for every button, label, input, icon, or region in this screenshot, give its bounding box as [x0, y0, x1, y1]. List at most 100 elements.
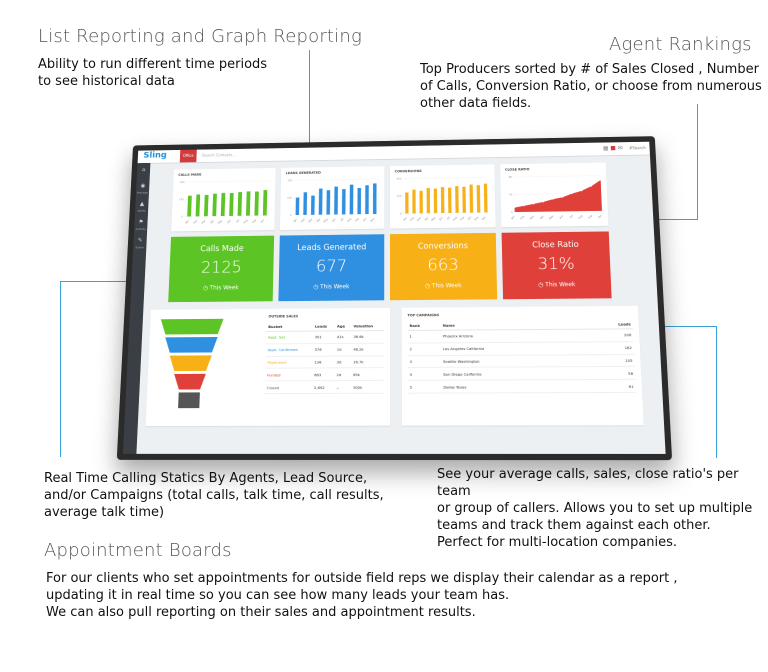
list-reporting-line-2: to see historical data [38, 73, 267, 90]
y-tick-label: 80 [509, 175, 513, 179]
tile-period: ◷ This Week [503, 281, 611, 289]
bar [204, 195, 209, 216]
y-tick-label: 40 [509, 193, 513, 197]
tile-value: 2125 [169, 258, 273, 278]
calendar-icon[interactable]: ▦ [603, 145, 609, 151]
bar [196, 194, 201, 216]
chart-card-leads: LEADS GENERATED 2001000JanFebMarAprMayJu… [280, 166, 384, 230]
tile-value: 677 [279, 257, 384, 277]
x-tick-label: Sep [587, 213, 593, 219]
list-reporting-line-1: Ability to run different time periods [38, 56, 267, 73]
bar [296, 198, 300, 215]
table-row[interactable]: 2Los Angeles California182 [408, 341, 635, 355]
funnel-segment [174, 374, 206, 390]
search-input[interactable]: Search Contacts... [202, 153, 236, 158]
cell-age: -- [334, 381, 351, 394]
outside-sales-card: OUTSIDE SALES Bucket Leads Age Valuation… [145, 308, 390, 426]
cell-leads: 136 [312, 356, 334, 369]
bar [477, 185, 481, 212]
col-rank: Rank [408, 321, 441, 330]
bar [405, 192, 408, 213]
agent-rankings-line-2: of Calls, Conversion Ratio, or choose fr… [420, 78, 762, 95]
sales-funnel [154, 319, 227, 416]
funnel-segment [165, 337, 218, 353]
clock-icon: ◷ [203, 285, 208, 292]
eye-icon[interactable]: ◉ [138, 183, 148, 189]
bar [319, 189, 323, 215]
flag-icon[interactable]: ⚑ [136, 219, 146, 226]
cell-bucket: Appt. Confirmed [266, 343, 313, 356]
grid-line [294, 179, 379, 180]
clock-icon: ◷ [313, 284, 318, 291]
top-campaigns-table-wrap: Rank Name Leads 1Phoenix Arizona2062Los … [408, 320, 636, 394]
agent-rankings-heading: Agent Rankings [609, 34, 752, 55]
cell-leads: 301 [313, 331, 335, 343]
x-tick-label: Jun [226, 218, 232, 224]
teams-body: See your average calls, sales, close rat… [437, 466, 768, 551]
x-tick-label: Jan [509, 214, 515, 220]
teams-line-4: Perfect for multi-location companies. [437, 534, 768, 551]
grid-line [403, 212, 489, 213]
tile-period: ◷ This Week [279, 283, 385, 291]
real-time-body: Real Time Calling Statics By Agents, Lea… [44, 470, 384, 521]
home-icon[interactable]: ⌂ [139, 167, 148, 173]
tile-leads-generated[interactable]: Leads Generated 677 ◷ This Week [278, 234, 384, 301]
cell-leads: 58 [583, 367, 635, 380]
x-tick-label: Mar [416, 215, 423, 221]
tile-value: 663 [390, 255, 497, 275]
list-reporting-heading: List Reporting and Graph Reporting [38, 26, 362, 47]
cell-age: 1d [335, 343, 352, 356]
table-row[interactable]: Closed2,692--300k [265, 381, 384, 394]
appointment-boards-body: For our clients who set appointments for… [46, 570, 678, 621]
table-row[interactable]: 5Dallas Texas61 [408, 379, 636, 393]
sidebar-label-manage: Manage [136, 191, 149, 195]
bar [365, 185, 369, 214]
cell-leads: 105 [583, 354, 635, 367]
appointment-boards-heading: Appointment Boards [44, 540, 232, 561]
cell-name: Seattle Washington [441, 354, 583, 367]
bar [326, 190, 330, 214]
bar [462, 187, 466, 213]
x-tick-label: Feb [192, 219, 198, 225]
x-tick-label: Oct [467, 215, 473, 221]
x-tick-label: Sep [251, 218, 257, 224]
table-row[interactable]: Appt. Set30141s36.6k [266, 331, 384, 344]
cell-name: Los Angeles California [441, 342, 583, 355]
cell-age: 2d [335, 368, 352, 381]
x-tick-label: Jul [568, 214, 574, 220]
x-tick-label: Aug [577, 214, 583, 220]
table-row[interactable]: Funded6632d65k [265, 368, 384, 381]
col-leads: Leads [313, 322, 335, 331]
bar [263, 190, 267, 216]
col-age: Age [335, 322, 351, 331]
chart-leads: 2001000JanFebMarAprMayJunJulAugSepOctNov [280, 166, 384, 230]
x-tick-label: Aug [452, 215, 458, 221]
x-tick-label: Jun [558, 214, 564, 220]
connector-line-realtime-v [60, 281, 61, 457]
tile-conversions[interactable]: Conversions 663 ◷ This Week [390, 233, 497, 300]
x-tick-label: Aug [242, 218, 248, 224]
x-tick-label: Aug [346, 217, 352, 223]
x-tick-label: Feb [519, 214, 525, 220]
mail-icon[interactable]: ✉ [617, 145, 622, 151]
pencil-icon[interactable]: ✎ [135, 237, 145, 244]
x-tick-label: Jul [339, 217, 345, 223]
chart-conversions: 2501250JanFebMarAprMayJunJulAugSepOctNov… [390, 164, 496, 228]
teams-line-1: See your average calls, sales, close rat… [437, 466, 768, 500]
x-tick-label: Mar [307, 217, 314, 223]
table-row[interactable]: Paperwork1363d16.7k [265, 355, 384, 368]
table-row[interactable]: Appt. Confirmed3761d48.2k [266, 343, 385, 356]
area-series [514, 180, 602, 212]
x-tick-label: Apr [315, 217, 321, 223]
tile-close-ratio[interactable]: Close Ratio 31% ◷ This Week [502, 231, 612, 299]
tile-calls-made[interactable]: Calls Made 2125 ◷ This Week [168, 236, 274, 303]
top-campaigns-title: TOP CAMPAIGNS [407, 313, 439, 317]
cell-valuation: 300k [351, 381, 384, 394]
inbox-icon[interactable]: ■ [610, 145, 616, 151]
table-row[interactable]: 4San Diego California58 [408, 367, 636, 381]
table-row[interactable]: 3Seattle Washington105 [408, 354, 635, 368]
bell-icon[interactable]: ▲ [137, 201, 147, 207]
user-menu[interactable]: #Search [629, 145, 646, 150]
bar [334, 187, 338, 215]
office-button[interactable]: Office [180, 150, 197, 163]
